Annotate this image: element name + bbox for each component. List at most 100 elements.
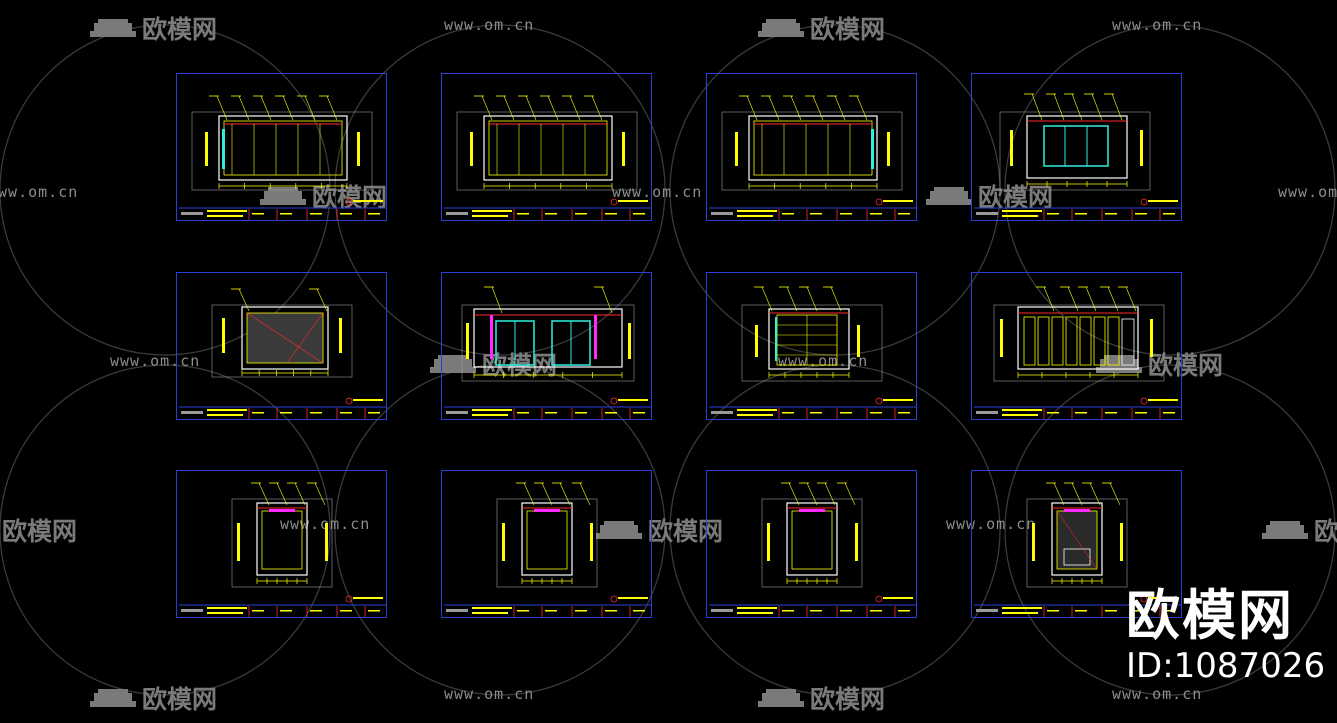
title-block-text [575, 412, 587, 414]
annotation-leader [1111, 93, 1123, 121]
title-block-logo [446, 212, 468, 215]
title-block-text [207, 612, 243, 614]
sheet-number-symbol [345, 595, 353, 603]
annotation-leader [523, 482, 535, 506]
sofa-icon [926, 187, 972, 205]
annotation-leader [1031, 93, 1043, 121]
sheet-elevation-7[interactable] [706, 272, 917, 420]
title-block-text [252, 412, 264, 414]
title-block-text [810, 213, 822, 215]
annotation-leader [768, 95, 780, 121]
sofa-icon [1262, 521, 1308, 539]
section-marker [325, 523, 328, 561]
annotation-leader [314, 482, 326, 506]
wall-outline [768, 308, 850, 370]
section-marker [755, 325, 758, 357]
sheet-number-text [883, 200, 913, 202]
sofa-icon [596, 521, 642, 539]
annotation-leader [541, 482, 553, 506]
sheet-elevation-5[interactable] [176, 272, 387, 420]
sheet-drawing [709, 95, 916, 220]
sheet-number-text [353, 200, 383, 202]
title-block-logo [711, 212, 733, 215]
title-block-text [1002, 409, 1042, 411]
section-marker [855, 523, 858, 561]
wall-panel [1079, 316, 1092, 366]
annotation-leader [591, 95, 603, 121]
section-marker [357, 132, 360, 166]
wall-outline [483, 115, 613, 181]
section-marker [1140, 130, 1143, 166]
title-block-text [840, 213, 852, 215]
title-block-text [1105, 610, 1117, 612]
section-marker [590, 523, 593, 561]
title-block-text [1075, 610, 1087, 612]
title-block-text [810, 412, 822, 414]
title-block-logo [181, 411, 203, 414]
annotation-leader [1091, 93, 1103, 121]
sheet-elevation-8[interactable] [971, 272, 1182, 420]
curtain-panel [490, 315, 493, 359]
sheet-elevation-6[interactable] [441, 272, 652, 420]
sheet-elevation-10[interactable] [441, 470, 652, 618]
sheet-elevation-3[interactable] [706, 73, 917, 221]
watermark-logo: 欧模网 [258, 178, 387, 214]
title-block-text [1047, 213, 1059, 215]
title-block-text [517, 412, 529, 414]
title-block-text [207, 215, 243, 217]
viewport-frame [456, 111, 638, 191]
title-block-text [340, 213, 352, 215]
title-block-text [633, 610, 645, 612]
title-block-text [340, 412, 352, 414]
title-block-text [517, 610, 529, 612]
viewport-frame [211, 304, 353, 378]
section-marker [237, 523, 240, 561]
title-block-text [898, 412, 910, 414]
sheet-elevation-9[interactable] [176, 470, 387, 618]
title-block-text [1002, 215, 1038, 217]
sheet-number-symbol [1140, 198, 1148, 206]
watermark-logo-text: 欧模网 [312, 183, 388, 212]
annotation-leader [786, 286, 798, 312]
section-marker [622, 132, 625, 166]
watermark-logo-text: 欧模网 [810, 15, 886, 44]
watermark-logo-text: 欧模网 [810, 685, 886, 714]
title-block-text [340, 610, 352, 612]
sheet-number-symbol [345, 397, 353, 405]
annotation-leader [856, 95, 868, 121]
viewport-frame [721, 111, 903, 191]
annotation-leader [481, 95, 493, 121]
annotation-leader [491, 286, 503, 314]
annotation-leader [844, 482, 856, 506]
sheet-elevation-2[interactable] [441, 73, 652, 221]
viewport-frame [999, 111, 1151, 191]
sheet-elevation-1[interactable] [176, 73, 387, 221]
wall-panel [1065, 316, 1078, 366]
title-block-text [737, 409, 777, 411]
title-block-text [472, 414, 508, 416]
wall-outline [786, 502, 838, 576]
viewport-frame [496, 498, 598, 588]
title-block-text [898, 213, 910, 215]
room-interior [753, 120, 873, 176]
title-block-text [280, 213, 292, 215]
annotation-leader [761, 286, 773, 312]
title-block-text [280, 610, 292, 612]
title-block-logo [181, 609, 203, 612]
sheet-elevation-4[interactable] [971, 73, 1182, 221]
title-block-text [1163, 610, 1175, 612]
sheet-number-symbol [875, 595, 883, 603]
viewport-frame [1026, 498, 1128, 588]
annotation-leader [316, 288, 328, 312]
sheet-number-text [1148, 200, 1178, 202]
sheet-number-text [1148, 399, 1178, 401]
title-block-text [575, 610, 587, 612]
wall-outline [521, 502, 573, 576]
sheet-elevation-11[interactable] [706, 470, 917, 618]
wall-outline [218, 115, 348, 181]
viewport-frame [461, 304, 635, 382]
title-block-text [1002, 210, 1042, 212]
sheet-elevation-12[interactable] [971, 470, 1182, 618]
annotation-leader [294, 482, 306, 506]
